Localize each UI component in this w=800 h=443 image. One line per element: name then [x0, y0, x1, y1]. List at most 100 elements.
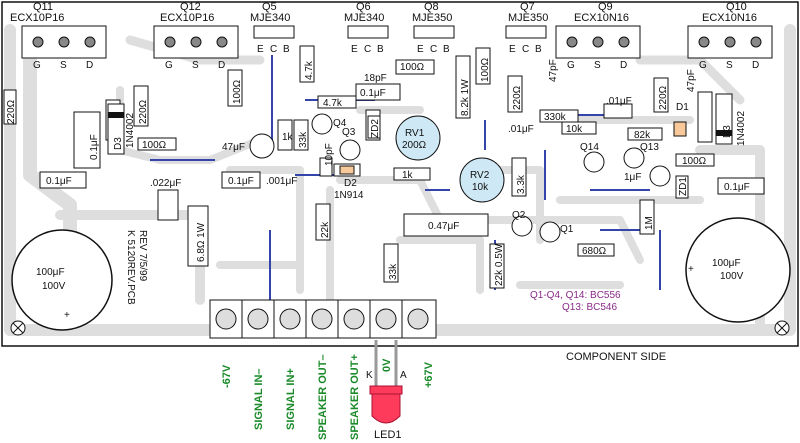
svg-text:3.3k: 3.3k	[516, 174, 527, 194]
svg-text:.022μF: .022μF	[150, 178, 181, 189]
svg-text:ECX10N16: ECX10N16	[574, 12, 629, 24]
svg-text:ZD1: ZD1	[678, 177, 689, 196]
svg-text:G: G	[699, 60, 707, 71]
svg-text:K 5120REV.PCB: K 5120REV.PCB	[125, 230, 136, 305]
svg-text:B: B	[535, 44, 542, 55]
cap-100uf-left	[11, 229, 113, 331]
svg-text:0.1μF: 0.1μF	[228, 176, 254, 187]
svg-text:.01μF: .01μF	[508, 124, 534, 135]
small-transistors	[249, 113, 671, 243]
cap-right-plus: +	[688, 264, 694, 275]
svg-text:Q9: Q9	[598, 1, 613, 13]
component-side-label: COMPONENT SIDE	[566, 351, 666, 363]
terminal-block	[209, 299, 437, 339]
svg-text:D3: D3	[722, 125, 733, 138]
svg-text:ECX10P16: ECX10P16	[160, 12, 214, 24]
svg-text:680Ω: 680Ω	[582, 246, 607, 257]
svg-text:100Ω: 100Ω	[480, 57, 491, 82]
cap-right-voltage: 100V	[720, 271, 744, 282]
svg-text:0.1μF: 0.1μF	[360, 88, 386, 99]
svg-text:Q11: Q11	[33, 1, 53, 13]
svg-text:18pF: 18pF	[364, 73, 387, 84]
terminal-speaker-out-neg: SPEAKER OUT–	[317, 354, 329, 440]
cap-left-voltage: 100V	[42, 281, 66, 292]
svg-text:G: G	[567, 60, 575, 71]
svg-text:8.2k 1W: 8.2k 1W	[460, 79, 471, 116]
svg-text:S: S	[594, 60, 601, 71]
mosfet-footprints	[21, 25, 773, 59]
svg-text:4.7k: 4.7k	[323, 98, 343, 109]
svg-text:82k: 82k	[634, 130, 651, 141]
svg-text:100Ω: 100Ω	[682, 156, 707, 167]
led-k-label: K	[366, 370, 373, 381]
cap-100uf-right	[685, 217, 791, 323]
svg-text:220Ω: 220Ω	[6, 99, 17, 124]
svg-text:B: B	[443, 44, 450, 55]
svg-text:1N4002: 1N4002	[736, 111, 747, 146]
svg-text:S: S	[60, 60, 67, 71]
svg-text:Q7: Q7	[520, 1, 535, 13]
svg-text:200Ω: 200Ω	[402, 140, 427, 151]
svg-text:10pF: 10pF	[324, 143, 335, 166]
led1: K A LED1	[366, 340, 407, 441]
svg-text:B: B	[377, 44, 384, 55]
svg-text:1k: 1k	[402, 170, 414, 181]
svg-text:D3: D3	[113, 137, 124, 150]
svg-text:E: E	[509, 44, 516, 55]
component-labels: 220Ω 0.1μF D3 1N4002 220Ω 100Ω 0.1μF .02…	[6, 57, 750, 305]
copper-tracks	[4, 24, 796, 336]
terminal-pos67v: +67V	[423, 361, 435, 388]
svg-text:47pF: 47pF	[548, 59, 559, 82]
svg-text:10k: 10k	[566, 124, 583, 135]
svg-text:D: D	[218, 60, 225, 71]
svg-text:D1: D1	[676, 102, 689, 113]
svg-text:MJE340: MJE340	[344, 12, 384, 24]
svg-text:220Ω: 220Ω	[658, 85, 669, 110]
svg-text:C: C	[430, 44, 437, 55]
svg-text:47pF: 47pF	[686, 69, 697, 92]
terminal-0v: 0V	[381, 358, 393, 372]
svg-text:ZD2: ZD2	[370, 119, 381, 138]
svg-text:REV 7/5/99: REV 7/5/99	[137, 230, 148, 282]
svg-text:10k: 10k	[472, 182, 489, 193]
part-note-line2: Q13: BC546	[562, 302, 617, 313]
svg-text:Q8: Q8	[424, 1, 439, 13]
svg-text:Q13: Q13	[640, 142, 659, 153]
svg-text:E: E	[257, 44, 264, 55]
svg-text:Q6: Q6	[356, 1, 371, 13]
svg-text:C: C	[270, 44, 277, 55]
svg-text:RV1: RV1	[405, 128, 425, 139]
svg-text:Q4: Q4	[333, 118, 347, 129]
cap-left-plus: +	[64, 310, 70, 321]
svg-text:B: B	[283, 44, 290, 55]
svg-text:G: G	[33, 60, 41, 71]
svg-text:D2: D2	[344, 178, 357, 189]
svg-text:22k 0.5W: 22k 0.5W	[494, 243, 505, 286]
svg-text:100Ω: 100Ω	[232, 79, 243, 104]
svg-text:Q5: Q5	[262, 1, 277, 13]
svg-text:4.7k: 4.7k	[304, 60, 315, 80]
cap-right-value: 100μF	[712, 258, 741, 269]
svg-text:Q2: Q2	[512, 210, 526, 221]
svg-text:S: S	[192, 60, 199, 71]
svg-text:0.1μF: 0.1μF	[89, 134, 100, 160]
diodes	[107, 93, 733, 199]
svg-text:0.1μF: 0.1μF	[46, 176, 72, 187]
svg-text:33k: 33k	[388, 263, 399, 280]
svg-text:E: E	[417, 44, 424, 55]
svg-text:D: D	[86, 60, 93, 71]
svg-text:1k: 1k	[282, 132, 294, 143]
terminal-speaker-out-pos: SPEAKER OUT+	[349, 354, 361, 440]
svg-text:Q12: Q12	[180, 1, 201, 13]
terminal-signal-in-neg: SIGNAL IN–	[253, 368, 265, 430]
svg-text:C: C	[522, 44, 529, 55]
svg-text:220Ω: 220Ω	[512, 85, 523, 110]
terminal-neg67v: -67V	[221, 364, 233, 388]
svg-text:1N914: 1N914	[334, 190, 364, 201]
svg-text:1M: 1M	[644, 216, 655, 230]
terminal-signal-in-pos: SIGNAL IN+	[285, 368, 297, 430]
svg-text:100Ω: 100Ω	[400, 62, 425, 73]
